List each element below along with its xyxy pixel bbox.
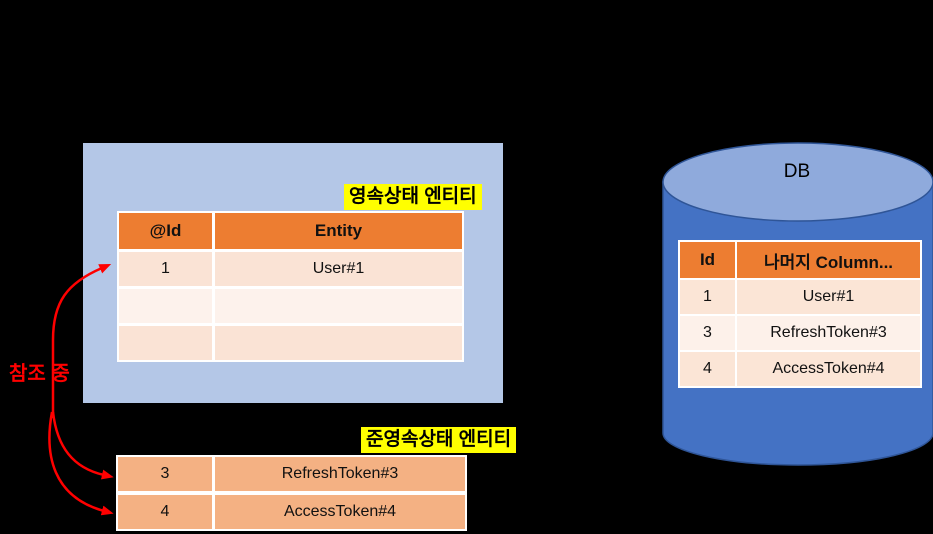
- db-header-columns: 나머지 Column...: [737, 242, 920, 278]
- persistence-table: @Id Entity 1 User#1: [117, 211, 464, 362]
- db-row3-id: 4: [680, 352, 735, 386]
- db-title: DB: [783, 161, 811, 182]
- persistence-row3-id: [119, 326, 212, 360]
- db-row2-id: 3: [680, 316, 735, 350]
- db-header-id: Id: [680, 242, 735, 278]
- persistence-row2-id: [119, 289, 212, 323]
- detached-table: 3 RefreshToken#3 4 AccessToken#4: [116, 455, 467, 531]
- db-row2-entity: RefreshToken#3: [737, 316, 920, 350]
- arrow-to-detached-row3: [51, 411, 114, 480]
- table-row: 1 User#1: [680, 280, 920, 314]
- table-row: 1 User#1: [119, 252, 462, 286]
- persistence-row1-id: 1: [119, 252, 212, 286]
- db-row1-id: 1: [680, 280, 735, 314]
- detached-row1-id: 3: [118, 457, 212, 491]
- db-row1-entity: User#1: [737, 280, 920, 314]
- persistence-table-header-row: @Id Entity: [119, 213, 462, 249]
- table-row: 4 AccessToken#4: [118, 495, 465, 529]
- persistence-row1-entity: User#1: [215, 252, 462, 286]
- db-table: Id 나머지 Column... 1 User#1 3 RefreshToken…: [678, 240, 922, 388]
- persistence-header-id: @Id: [119, 213, 212, 249]
- db-table-header-row: Id 나머지 Column...: [680, 242, 920, 278]
- detached-row1-entity: RefreshToken#3: [215, 457, 465, 491]
- table-row: 4 AccessToken#4: [680, 352, 920, 386]
- persistent-entity-label: 영속상태 엔티티: [344, 184, 482, 210]
- db-row3-entity: AccessToken#4: [737, 352, 920, 386]
- persistence-row3-entity: [215, 326, 462, 360]
- table-row: [119, 289, 462, 323]
- detached-row2-entity: AccessToken#4: [215, 495, 465, 529]
- arrow-to-detached-row4: [48, 411, 114, 516]
- table-row: 3 RefreshToken#3: [118, 457, 465, 491]
- detached-row2-id: 4: [118, 495, 212, 529]
- persistence-header-entity: Entity: [215, 213, 462, 249]
- table-row: 3 RefreshToken#3: [680, 316, 920, 350]
- table-row: [119, 326, 462, 360]
- db-cylinder-top: [662, 142, 933, 222]
- persistence-row2-entity: [215, 289, 462, 323]
- referencing-label: 참조 중: [9, 363, 70, 385]
- detached-entity-label: 준영속상태 엔티티: [361, 427, 517, 453]
